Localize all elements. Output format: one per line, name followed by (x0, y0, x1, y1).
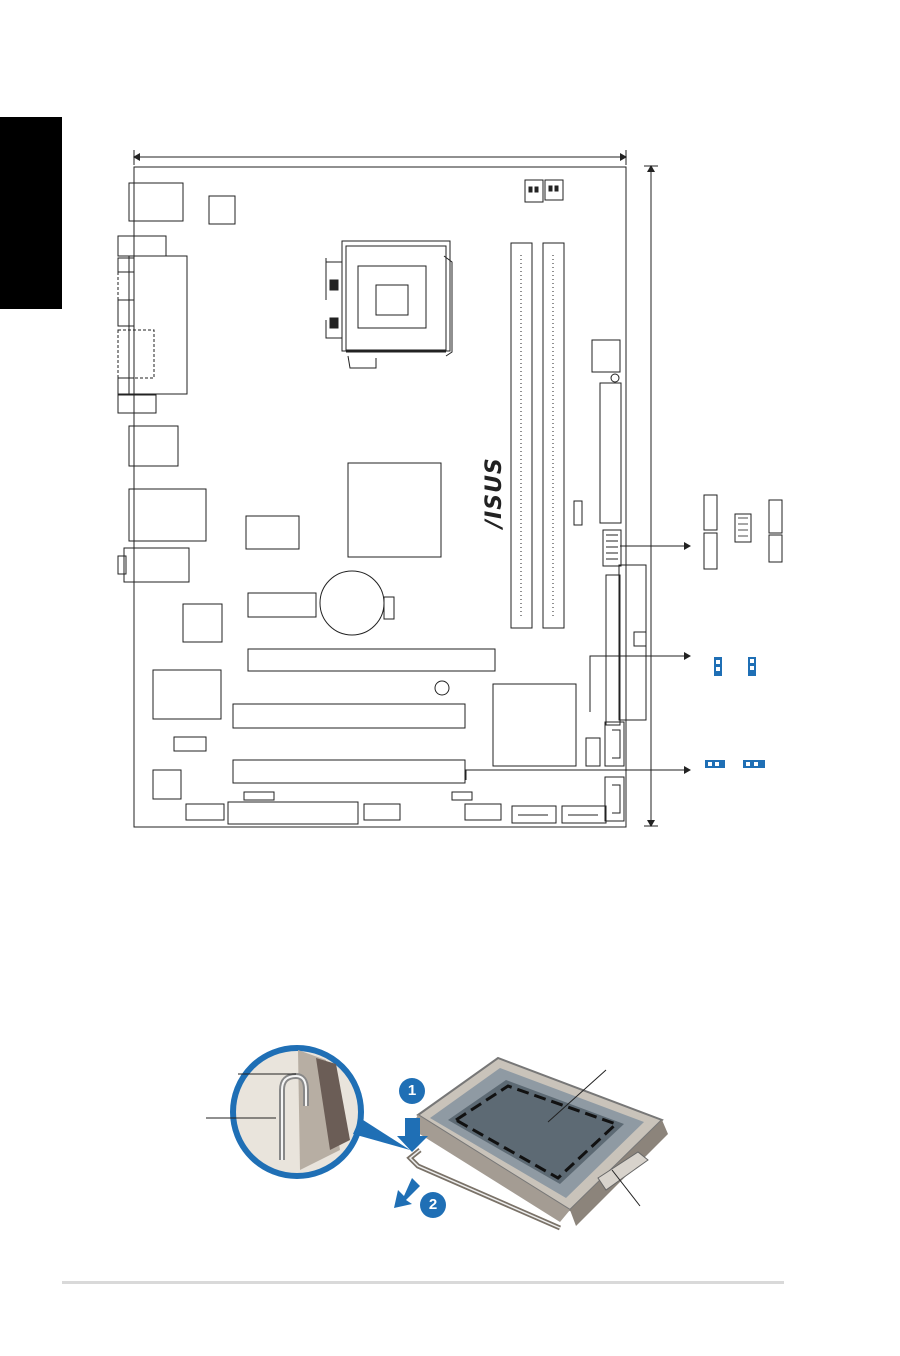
dimm-slot-a (510, 242, 533, 629)
step-2-badge: 2 (420, 1192, 446, 1218)
push-down-arrow (397, 1118, 428, 1152)
pcie-x16-slot (247, 648, 496, 672)
callout-arrow-2 (589, 652, 691, 712)
jumper-blue-1 (714, 657, 722, 676)
southbridge-chip (492, 683, 577, 767)
northbridge-chip (347, 462, 442, 558)
pci-slot-1 (232, 703, 466, 729)
callout-arrow-3 (465, 766, 691, 780)
motherboard-layout-diagram (117, 150, 783, 828)
footer-rule (62, 1281, 784, 1284)
cpu-socket-body (410, 1056, 668, 1226)
dimm-slot-b (542, 242, 565, 629)
cpu-socket-drawing (325, 240, 453, 369)
pull-out-arrow (394, 1178, 420, 1208)
pci-slot-2 (232, 759, 466, 784)
step-1-badge: 1 (399, 1078, 425, 1104)
language-side-tab (0, 117, 62, 309)
board-outline (133, 166, 627, 828)
magnified-lever-detail (230, 1045, 410, 1179)
